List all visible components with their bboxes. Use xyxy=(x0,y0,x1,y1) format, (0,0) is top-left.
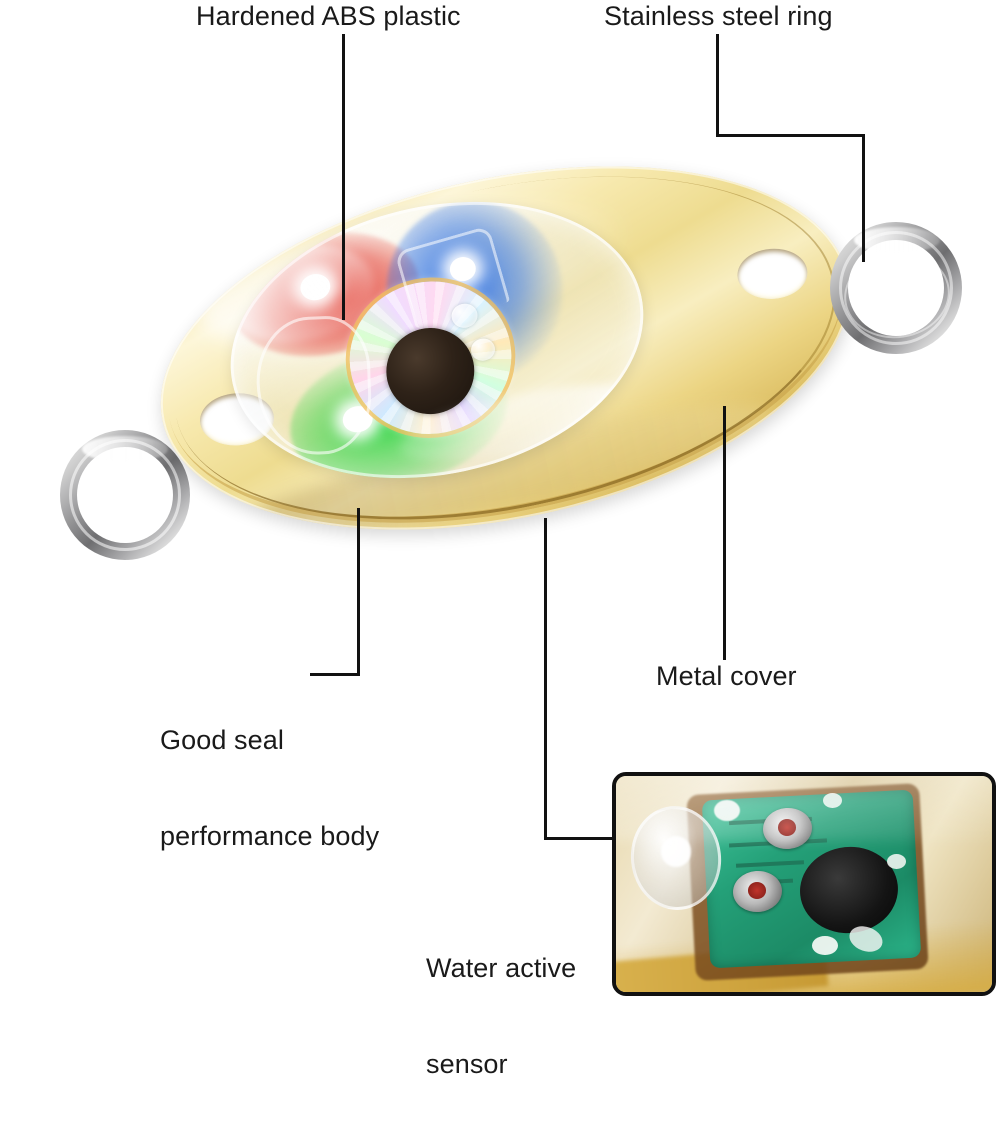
leader-stainless-steel-ring-v2 xyxy=(862,134,865,262)
leader-hardened-abs-plastic xyxy=(342,34,345,320)
leader-water-active-sensor-v xyxy=(544,518,547,840)
leader-metal-cover xyxy=(723,406,726,660)
leader-good-seal-v xyxy=(357,508,360,676)
leader-water-active-sensor-h xyxy=(544,837,616,840)
label-good-seal-line1: Good seal xyxy=(160,725,284,755)
label-water-active-sensor: Water active sensor xyxy=(426,888,576,1144)
leader-good-seal-h xyxy=(310,673,360,676)
label-good-seal-performance-body: Good seal performance body xyxy=(160,660,379,916)
label-water-active-sensor-line1: Water active xyxy=(426,953,577,983)
right-split-ring xyxy=(830,222,962,354)
label-good-seal-line2: performance body xyxy=(160,821,380,851)
label-hardened-abs-plastic: Hardened ABS plastic xyxy=(196,1,461,31)
led-fishing-lure xyxy=(60,108,962,588)
label-metal-cover: Metal cover xyxy=(656,661,797,691)
leader-stainless-steel-ring-v1 xyxy=(716,34,719,136)
leader-stainless-steel-ring-h xyxy=(716,134,865,137)
label-stainless-steel-ring: Stainless steel ring xyxy=(604,1,833,31)
left-split-ring xyxy=(60,430,190,560)
inset-photo-content xyxy=(616,776,992,992)
product-diagram: Hardened ABS plastic Stainless steel rin… xyxy=(0,0,1000,1000)
label-water-active-sensor-line2: sensor xyxy=(426,1049,508,1079)
water-active-sensor-inset-photo xyxy=(612,772,996,996)
